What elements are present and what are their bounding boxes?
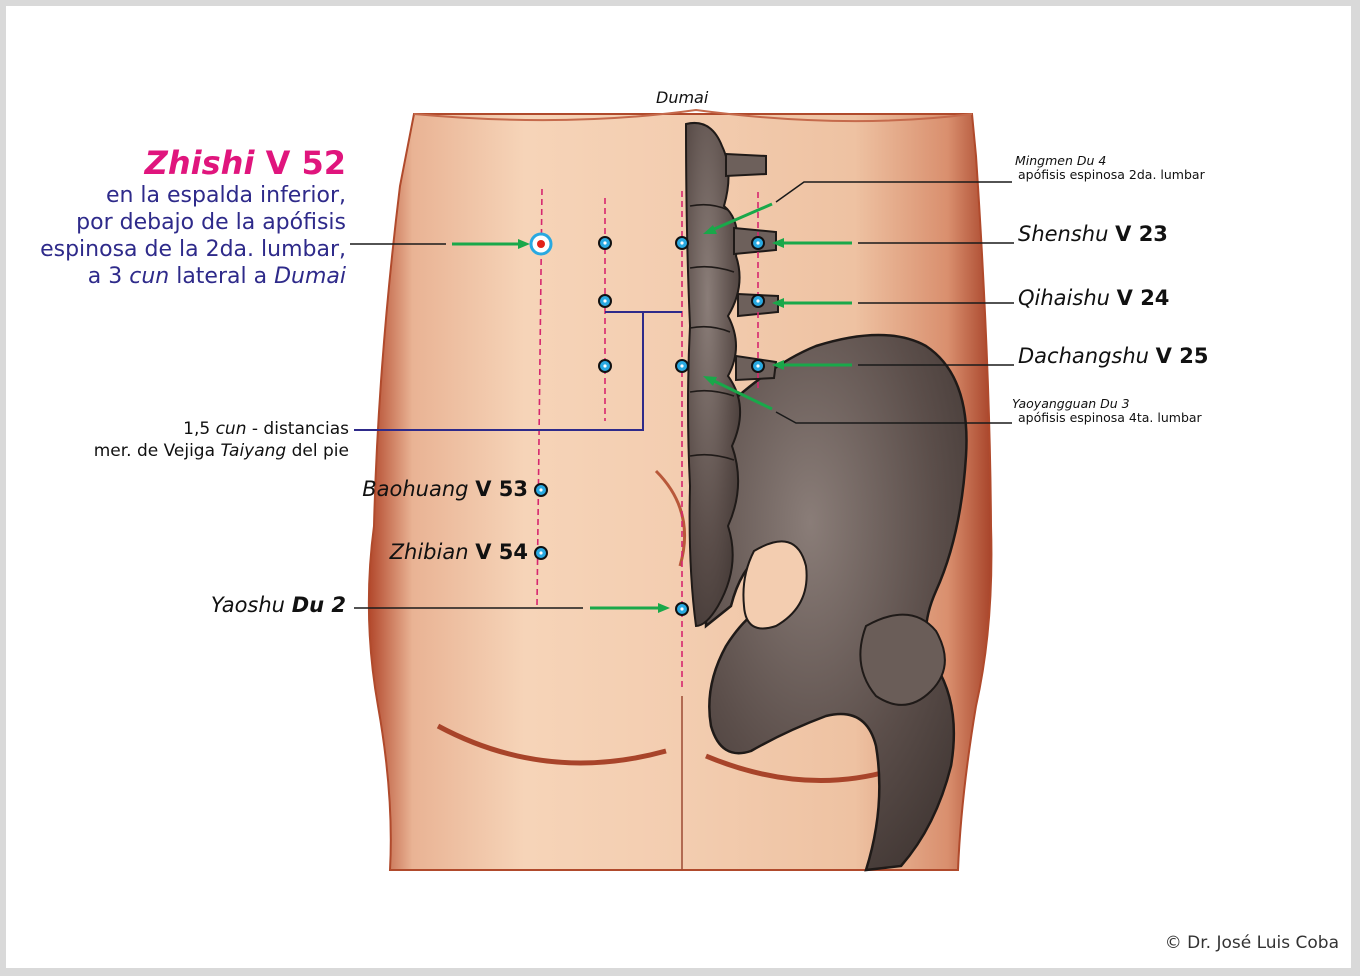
dachangshu-name: Dachangshu	[1018, 344, 1149, 368]
distance-value: 1,5	[183, 419, 215, 439]
zhishi-code: V 52	[266, 144, 346, 182]
qihaishu-name: Qihaishu	[1018, 286, 1110, 310]
yaoshu-name: Yaoshu	[211, 593, 285, 617]
zhishi-name: Zhishi	[145, 144, 255, 182]
transverse-process-l1	[726, 154, 766, 176]
label-yaoshu: Yaoshu Du 2	[211, 593, 346, 617]
mingmen-desc: apófisis espinosa 2da. lumbar	[1015, 168, 1205, 182]
zhishi-title: Zhishi V 52	[145, 144, 346, 182]
label-qihaishu: Qihaishu V 24	[1018, 286, 1169, 310]
zhishi-desc-line1: en la espalda inferior,	[40, 182, 346, 209]
shenshu-name: Shenshu	[1018, 222, 1108, 246]
note-mingmen: Mingmen Du 4 apófisis espinosa 2da. lumb…	[1015, 154, 1205, 182]
distance-taiyang: Taiyang	[220, 441, 286, 461]
distance-line2: mer. de Vejiga Taiyang del pie	[94, 440, 349, 462]
yaoyangguan-title: Yaoyangguan Du 3	[1012, 397, 1202, 411]
desc-dumai: Dumai	[274, 264, 346, 289]
label-dachangshu: Dachangshu V 25	[1018, 344, 1208, 368]
distance-rest: - distancias	[246, 419, 349, 439]
copyright: © Dr. José Luis Coba	[1165, 933, 1339, 953]
distance-line2-post: del pie	[286, 441, 349, 461]
label-shenshu: Shenshu V 23	[1018, 222, 1168, 246]
dachangshu-code: V 25	[1156, 344, 1209, 368]
label-baohuang: Baohuang V 53	[362, 477, 528, 501]
dumai-label: Dumai	[656, 88, 708, 107]
yaoyangguan-code: Du 3	[1100, 396, 1129, 411]
zhishi-desc-line3: espinosa de la 2da. lumbar,	[40, 236, 346, 263]
zhibian-name: Zhibian	[390, 540, 469, 564]
desc-pre: a 3	[88, 264, 129, 289]
label-zhibian: Zhibian V 54	[390, 540, 528, 564]
distance-note: 1,5 cun - distancias mer. de Vejiga Taiy…	[94, 418, 349, 462]
baohuang-code: V 53	[475, 477, 528, 501]
mingmen-name: Mingmen	[1015, 153, 1073, 168]
note-yaoyangguan: Yaoyangguan Du 3 apófisis espinosa 4ta. …	[1012, 397, 1202, 425]
desc-mid: lateral a	[169, 264, 274, 289]
zhishi-description: en la espalda inferior, por debajo de la…	[40, 182, 346, 290]
baohuang-name: Baohuang	[362, 477, 468, 501]
acupoint-zhishi-v52	[531, 234, 551, 254]
distance-line1: 1,5 cun - distancias	[94, 418, 349, 440]
qihaishu-code: V 24	[1117, 286, 1170, 310]
mingmen-code: Du 4	[1077, 153, 1106, 168]
shenshu-code: V 23	[1115, 222, 1168, 246]
distance-cun: cun	[216, 419, 247, 439]
zhishi-desc-line4: a 3 cun lateral a Dumai	[40, 263, 346, 290]
yaoyangguan-desc: apófisis espinosa 4ta. lumbar	[1012, 411, 1202, 425]
diagram-card: Dumai Zhishi V 52 en la espalda inferior…	[6, 6, 1351, 968]
distance-line2-pre: mer. de Vejiga	[94, 441, 221, 461]
yaoshu-code: Du 2	[292, 593, 346, 617]
mingmen-title: Mingmen Du 4	[1015, 154, 1205, 168]
desc-cun: cun	[129, 264, 169, 289]
zhibian-code: V 54	[475, 540, 528, 564]
yaoyangguan-name: Yaoyangguan	[1012, 396, 1096, 411]
zhishi-desc-line2: por debajo de la apófisis	[40, 209, 346, 236]
